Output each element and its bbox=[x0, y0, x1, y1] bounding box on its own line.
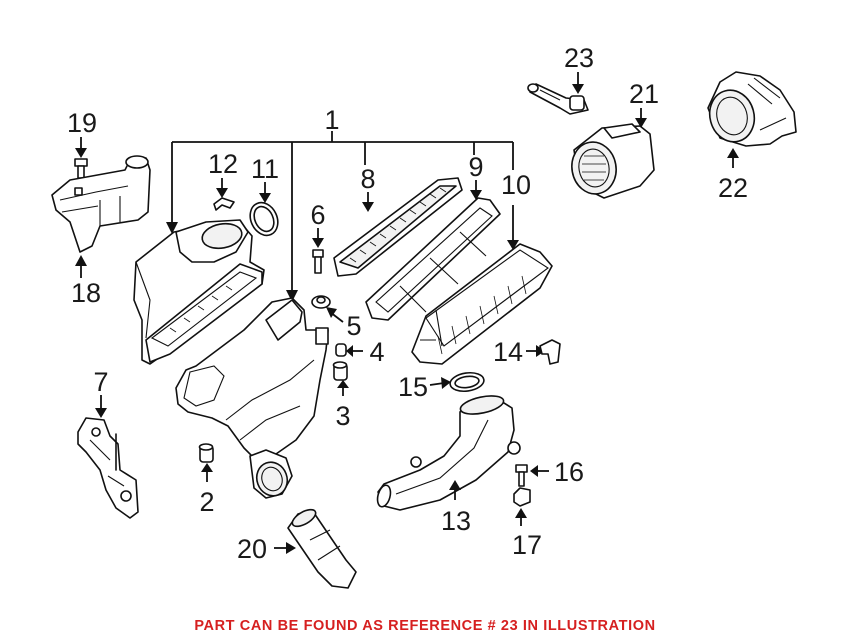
part-15-seal[interactable] bbox=[429, 371, 485, 394]
part-22-boot[interactable] bbox=[704, 71, 797, 168]
callout-5: 5 bbox=[346, 311, 361, 341]
part-18-resonator[interactable] bbox=[51, 155, 151, 278]
callout-17: 17 bbox=[512, 530, 542, 560]
callout-2: 2 bbox=[199, 487, 214, 517]
part-10-filter[interactable] bbox=[411, 205, 553, 365]
callout-12: 12 bbox=[208, 149, 238, 179]
reference-note: PART CAN BE FOUND AS REFERENCE # 23 IN I… bbox=[194, 618, 656, 634]
part-8-filter[interactable] bbox=[333, 177, 463, 277]
part-13-duct[interactable] bbox=[375, 393, 521, 511]
part-5-grommet[interactable] bbox=[311, 295, 344, 323]
callout-9: 9 bbox=[468, 152, 483, 182]
callout-18: 18 bbox=[71, 278, 101, 308]
part-19-bolt[interactable] bbox=[74, 137, 88, 179]
callout-16: 16 bbox=[554, 457, 584, 487]
air-cleaner-lower-housing[interactable] bbox=[133, 219, 265, 365]
callout-3: 3 bbox=[335, 401, 350, 431]
part-6-bolt[interactable] bbox=[312, 228, 324, 274]
callout-19: 19 bbox=[67, 108, 97, 138]
callout-23: 23 bbox=[564, 43, 594, 73]
callout-22: 22 bbox=[718, 173, 748, 203]
callout-10: 10 bbox=[501, 170, 531, 200]
part-11-seal[interactable] bbox=[245, 182, 283, 240]
air-cleaner-upper-housing[interactable] bbox=[175, 297, 329, 500]
callout-6: 6 bbox=[310, 200, 325, 230]
callout-20: 20 bbox=[237, 534, 267, 564]
part-7-bracket[interactable] bbox=[77, 395, 139, 519]
part-23-sensor[interactable] bbox=[527, 72, 589, 115]
callout-7: 7 bbox=[93, 367, 108, 397]
part-20-hose[interactable] bbox=[274, 506, 357, 589]
part-2-mount[interactable] bbox=[198, 443, 214, 482]
callout-14: 14 bbox=[493, 337, 523, 367]
part-12-clip[interactable] bbox=[213, 178, 235, 211]
part-9-filter[interactable] bbox=[365, 180, 501, 321]
part-4-grommet[interactable] bbox=[335, 343, 363, 357]
callout-1-bracket bbox=[166, 131, 514, 302]
callout-8: 8 bbox=[360, 164, 375, 194]
callout-11: 11 bbox=[251, 154, 279, 184]
callout-4: 4 bbox=[369, 337, 384, 367]
callout-13: 13 bbox=[441, 506, 471, 536]
part-16-bolt[interactable] bbox=[515, 464, 549, 487]
callout-15: 15 bbox=[398, 372, 428, 402]
callout-21: 21 bbox=[629, 79, 659, 109]
part-21-mass-air-flow[interactable] bbox=[568, 108, 655, 199]
part-17-nut[interactable] bbox=[513, 487, 531, 526]
part-14-clip[interactable] bbox=[526, 339, 561, 365]
part-3-mount[interactable] bbox=[332, 361, 350, 396]
callout-1: 1 bbox=[324, 105, 339, 135]
